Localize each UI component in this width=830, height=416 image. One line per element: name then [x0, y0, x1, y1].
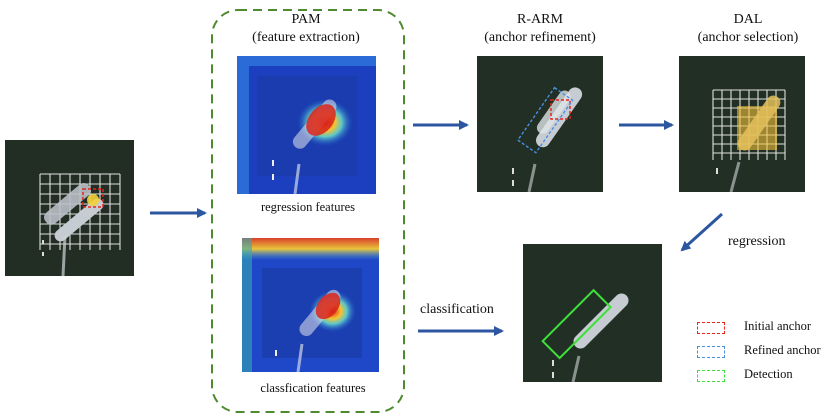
classification-edge-label: classification: [420, 302, 494, 317]
classification-features-caption: classfication features: [260, 381, 366, 395]
initial-anchor-swatch-icon: [697, 322, 725, 334]
legend-label: Refined anchor: [744, 343, 821, 357]
legend-item-initial-anchor: Initial anchor: [695, 317, 825, 341]
detection-swatch-icon: [697, 370, 725, 382]
dal-image: [679, 56, 805, 192]
legend: Initial anchor Refined anchor Detection: [695, 317, 825, 389]
dal-subtitle: (anchor selection): [697, 30, 799, 45]
rarm-subtitle: (anchor refinement): [484, 30, 596, 45]
regression-features-heatmap: [237, 56, 376, 194]
regression-edge-label: regression: [728, 234, 786, 249]
detection-image: [523, 244, 662, 382]
arrow-dal-to-detection: [680, 212, 724, 252]
refined-anchor-swatch-icon: [697, 346, 725, 358]
legend-label: Detection: [744, 367, 793, 381]
regression-features-caption: regression features: [260, 200, 356, 214]
legend-item-detection: Detection: [695, 365, 825, 389]
input-image: [5, 140, 134, 276]
legend-item-refined-anchor: Refined anchor: [695, 341, 825, 365]
pam-subtitle: (feature extraction): [252, 30, 360, 45]
rarm-image: [477, 56, 603, 192]
rarm-title: R-ARM: [517, 12, 563, 27]
classification-features-heatmap: [242, 238, 379, 372]
legend-label: Initial anchor: [744, 319, 811, 333]
dal-title: DAL: [733, 12, 763, 27]
pam-title: PAM: [291, 12, 321, 27]
